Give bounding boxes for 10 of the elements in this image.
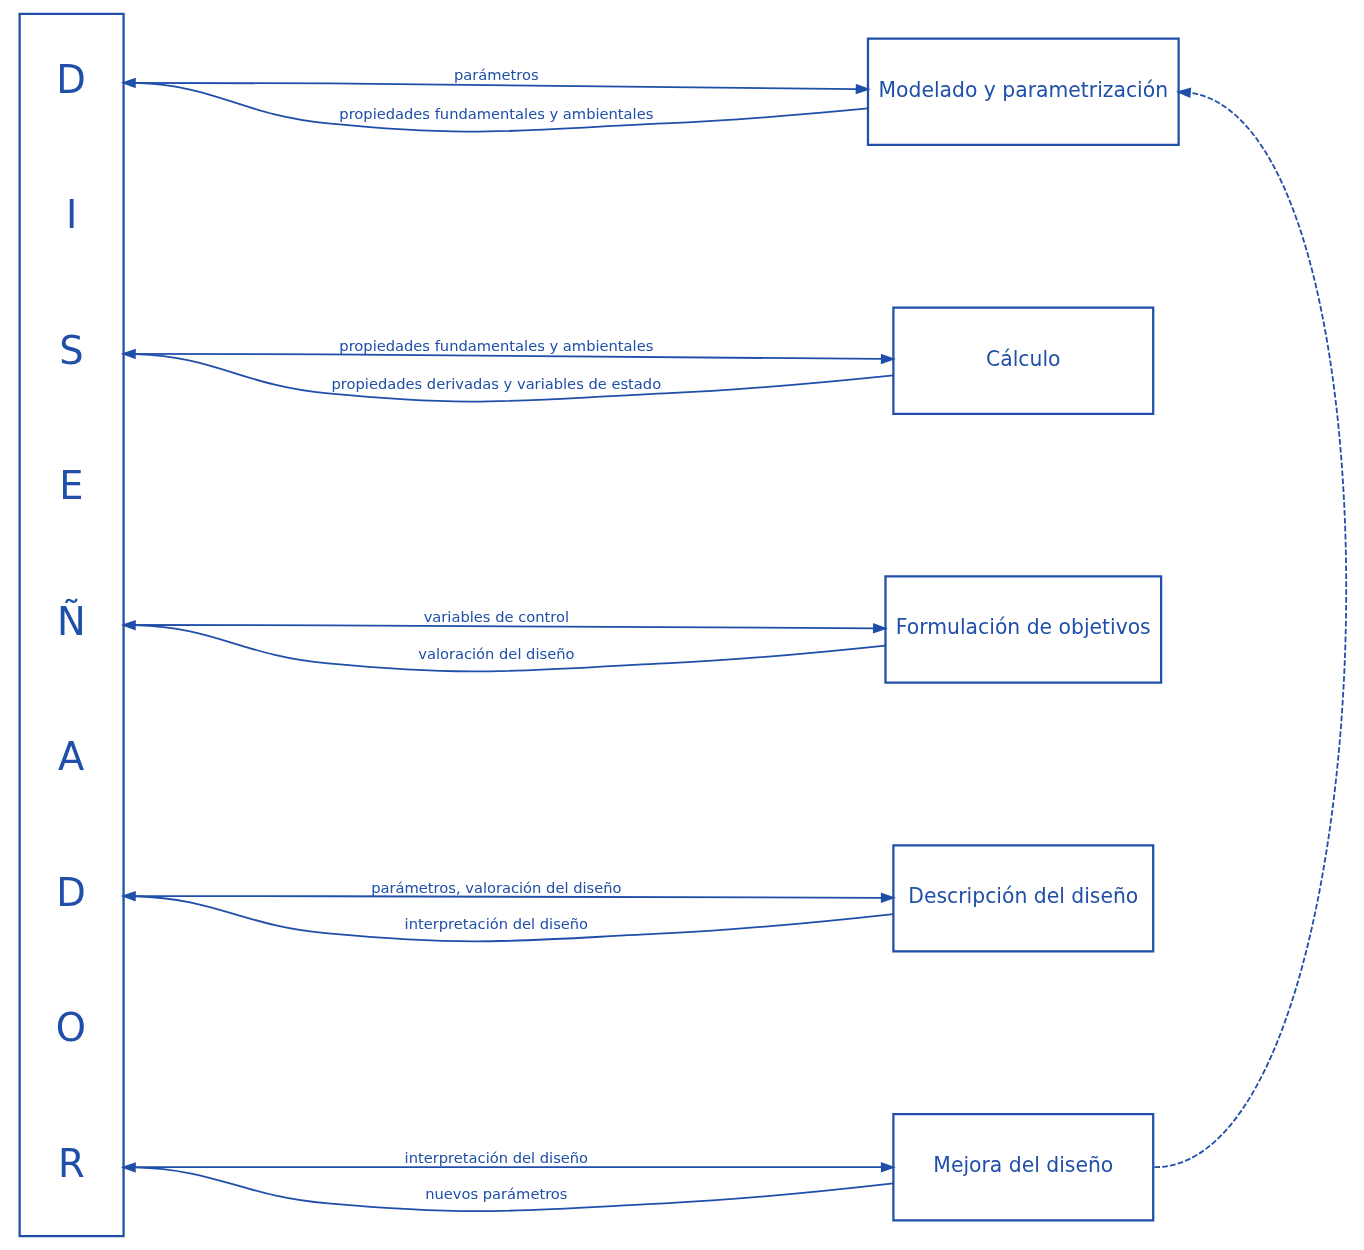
edge-label: nuevos parámetros <box>424 1185 568 1203</box>
edge-label: parámetros <box>453 65 539 83</box>
edge-label: interpretación del diseño <box>404 915 588 933</box>
edge-label: valoración del diseño <box>417 645 574 663</box>
edge-label: propiedades derivadas y variables de estado <box>331 375 661 393</box>
edge-label: propiedades fundamentales y ambientales <box>338 336 653 354</box>
edge-label: propiedades fundamentales y ambientales <box>338 105 653 123</box>
edge-label: parámetros, valoración del diseño <box>370 879 621 897</box>
edge-label: variables de control <box>423 608 569 626</box>
edge-label: interpretación del diseño <box>404 1149 588 1167</box>
